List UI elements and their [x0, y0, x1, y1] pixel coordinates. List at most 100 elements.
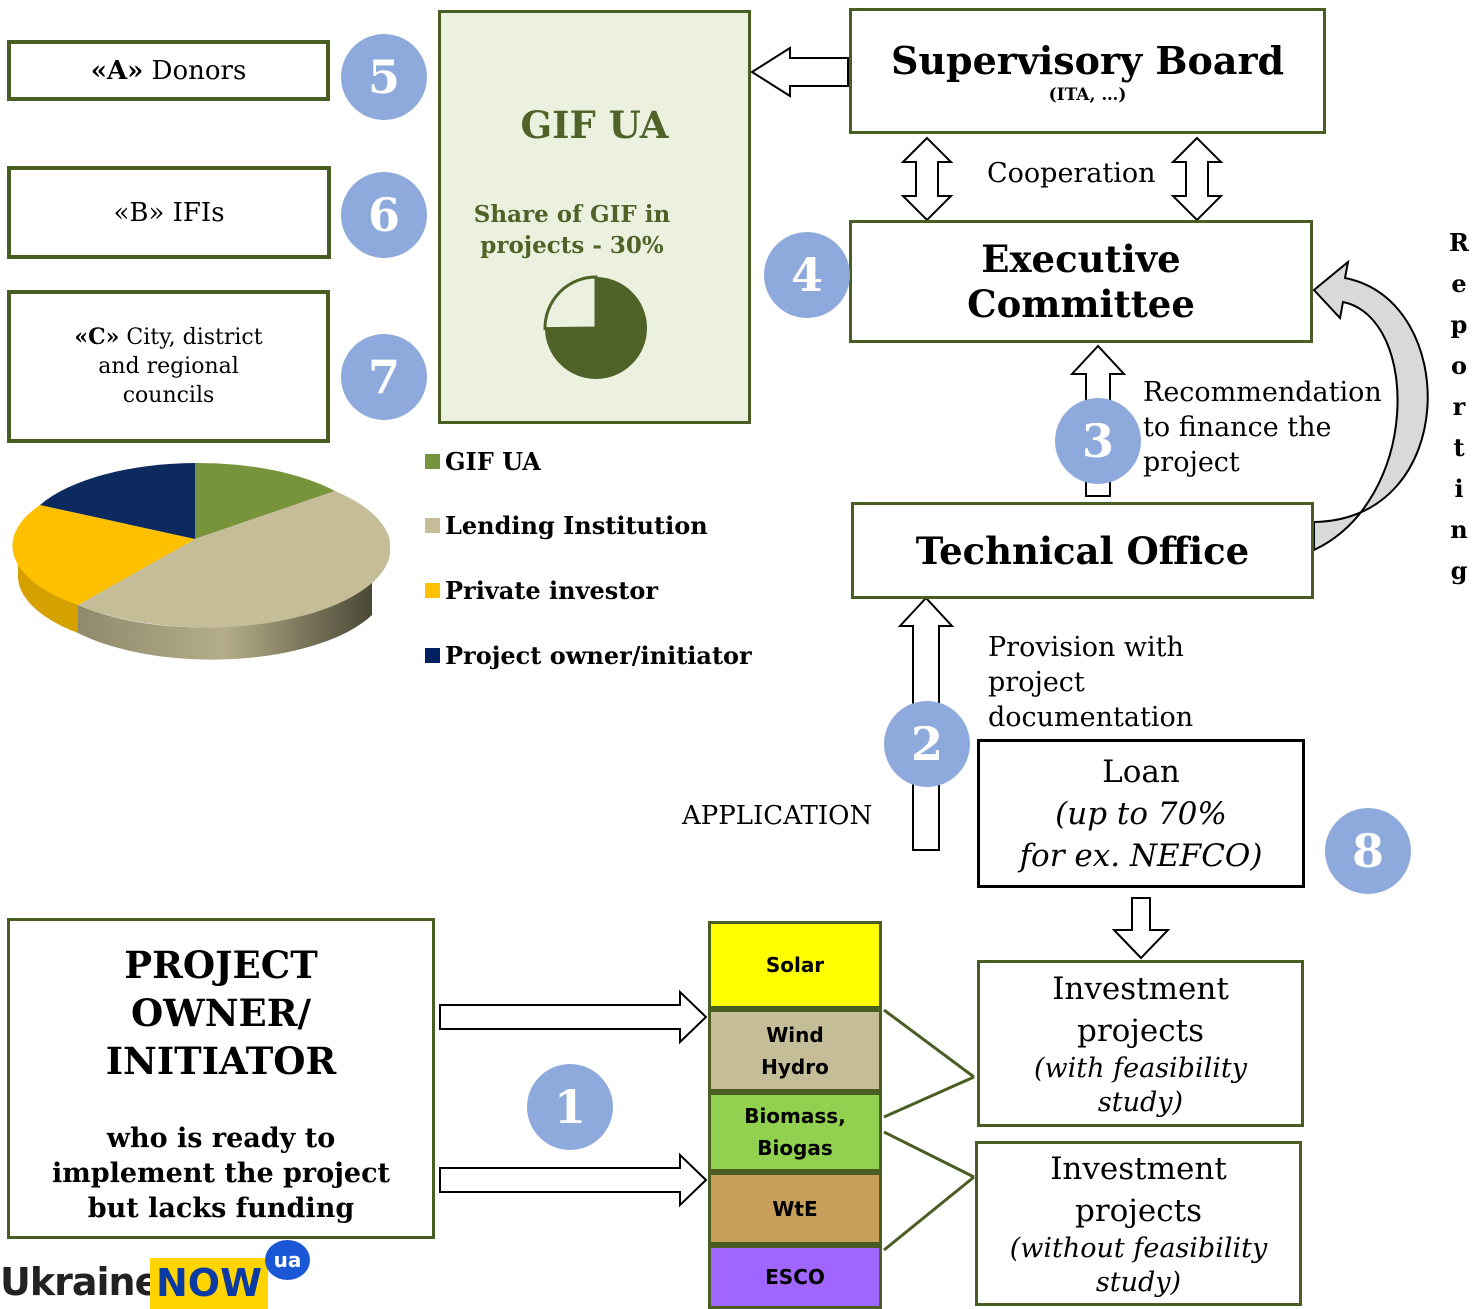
- project-owner-box: PROJECT OWNER/ INITIATOR who is ready to…: [7, 918, 435, 1239]
- loan-line1: (up to 70%: [1055, 795, 1227, 832]
- investment-without-box: Investment projects (without feasibility…: [975, 1141, 1302, 1306]
- investment-without-title: Investment projects: [1050, 1150, 1227, 1229]
- legend-private-label: Private investor: [445, 576, 659, 605]
- double-arrow-left: [900, 136, 954, 222]
- step-7-circle: 7: [341, 334, 427, 420]
- project-owner-title: PROJECT OWNER/ INITIATOR: [105, 943, 337, 1083]
- category-esco-label: ESCO: [765, 1265, 825, 1289]
- category-wind-hydro: Wind Hydro: [708, 1009, 882, 1092]
- supervisory-board-subtitle: (ITA, …): [1048, 84, 1127, 105]
- loan-line2: for ex. NEFCO): [1019, 837, 1263, 874]
- recommendation-label: Recommendation to finance the project: [1143, 377, 1382, 478]
- technical-office-title: Technical Office: [915, 528, 1250, 573]
- reporting-letter: r: [1452, 392, 1466, 421]
- step-8-circle: 8: [1325, 808, 1411, 894]
- legend-gif-label: GIF UA: [445, 447, 541, 476]
- cooperation-label: Cooperation: [987, 158, 1156, 189]
- provision-label: Provision with project documentation: [988, 632, 1194, 733]
- legend-private: Private investor: [425, 576, 658, 605]
- donor-a-text: Donors: [143, 55, 247, 86]
- arrow-loan-to-investment: [1111, 897, 1171, 960]
- pie-slice-lending: [78, 491, 390, 628]
- donor-a-tag: «A»: [90, 55, 144, 86]
- supervisory-board-title: Supervisory Board: [890, 37, 1285, 83]
- gif-pie-remainder-slice: [543, 275, 598, 331]
- category-wte: WtE: [708, 1172, 882, 1245]
- pie-slice-owner: [40, 463, 195, 539]
- step-2-circle: 2: [884, 701, 970, 787]
- legend-owner: Project owner/initiator: [425, 641, 752, 670]
- step-1-circle: 1: [527, 1064, 613, 1150]
- pie-slice-gif: [195, 462, 335, 539]
- donor-c-text: City, district and regional councils: [98, 325, 263, 408]
- category-wte-label: WtE: [772, 1196, 818, 1221]
- pie-slice-private: [12, 505, 195, 605]
- loan-box: Loan (up to 70% for ex. NEFCO): [977, 739, 1305, 888]
- category-solar: Solar: [708, 921, 882, 1009]
- gif-share: Share of GIF in projects - 30%: [473, 201, 671, 259]
- legend-owner-label: Project owner/initiator: [445, 641, 752, 670]
- line-wind-to-invest: [883, 1008, 975, 1079]
- ukraine-now-logo: Ukraine NOW ua: [0, 1240, 330, 1309]
- arrow-owner-to-biomass: [439, 1152, 708, 1208]
- pie-side-lending: [78, 573, 372, 660]
- reporting-letter: e: [1451, 269, 1467, 298]
- category-biomass: Biomass, Biogas: [708, 1092, 882, 1172]
- category-biomass-label: Biomass, Biogas: [744, 1104, 846, 1160]
- step-3-circle: 3: [1055, 398, 1141, 484]
- reporting-letter: i: [1454, 474, 1464, 503]
- category-esco: ESCO: [708, 1245, 882, 1309]
- donor-c-tag: «C»: [74, 324, 120, 350]
- reporting-letter: o: [1450, 351, 1467, 380]
- category-wind-hydro-label: Wind Hydro: [761, 1022, 829, 1079]
- executive-committee-title: Executive Committee: [967, 236, 1195, 326]
- gif-box: GIF UA Share of GIF in projects - 30%: [438, 10, 751, 424]
- logo-text-now: NOW: [150, 1258, 269, 1309]
- line-biomass-to-invest2: [883, 1130, 975, 1179]
- legend-private-swatch: [425, 583, 440, 598]
- investment-without-note: (without feasibility study): [1009, 1232, 1268, 1298]
- legend-lending-label: Lending Institution: [445, 511, 708, 540]
- application-label: APPLICATION: [682, 801, 873, 831]
- legend-owner-swatch: [425, 648, 440, 663]
- executive-committee-box: Executive Committee: [849, 220, 1313, 343]
- funding-pie-3d: [12, 462, 390, 660]
- technical-office-box: Technical Office: [851, 502, 1314, 599]
- double-arrow-right: [1170, 136, 1224, 222]
- arrow-supervisory-to-gif: [750, 46, 849, 98]
- gif-share-pie: [543, 275, 647, 379]
- donor-b-text: «B» IFIs: [113, 197, 225, 228]
- gif-title: GIF UA: [520, 103, 669, 147]
- logo-text-ukraine: Ukraine: [0, 1260, 160, 1304]
- reporting-letter: p: [1450, 310, 1468, 339]
- line-esco-to-invest2: [883, 1175, 975, 1252]
- legend-gif: GIF UA: [425, 447, 541, 476]
- investment-with-note: (with feasibility study): [1034, 1052, 1247, 1118]
- step-4-circle: 4: [764, 232, 850, 318]
- legend-gif-swatch: [425, 454, 440, 469]
- reporting-letter: g: [1450, 556, 1468, 585]
- legend-lending: Lending Institution: [425, 511, 708, 540]
- loan-title: Loan: [1102, 753, 1180, 790]
- investment-with-box: Investment projects (with feasibility st…: [977, 960, 1304, 1127]
- legend-lending-swatch: [425, 518, 440, 533]
- donor-a-box: «A» Donors: [7, 40, 330, 101]
- donor-c-box: «C» City, district and regional councils: [7, 290, 330, 443]
- step-5-circle: 5: [341, 34, 427, 120]
- reporting-letter: t: [1453, 433, 1465, 462]
- project-owner-desc: who is ready to implement the project bu…: [51, 1123, 391, 1224]
- category-solar-label: Solar: [765, 953, 825, 977]
- supervisory-board-box: Supervisory Board (ITA, …): [849, 8, 1326, 134]
- arrow-owner-to-solar: [439, 989, 708, 1045]
- reporting-letter: n: [1450, 515, 1468, 544]
- reporting-label: R e p o r t i n g: [1445, 222, 1473, 591]
- investment-with-title: Investment projects: [1052, 970, 1229, 1049]
- reporting-letter: R: [1449, 228, 1469, 257]
- line-biomass-to-invest: [883, 1075, 975, 1119]
- reporting-arrow: [1312, 259, 1429, 552]
- pie-side-private: [17, 540, 78, 633]
- logo-badge-ua: ua: [265, 1240, 310, 1280]
- donor-b-box: «B» IFIs: [7, 166, 331, 259]
- step-6-circle: 6: [341, 172, 427, 258]
